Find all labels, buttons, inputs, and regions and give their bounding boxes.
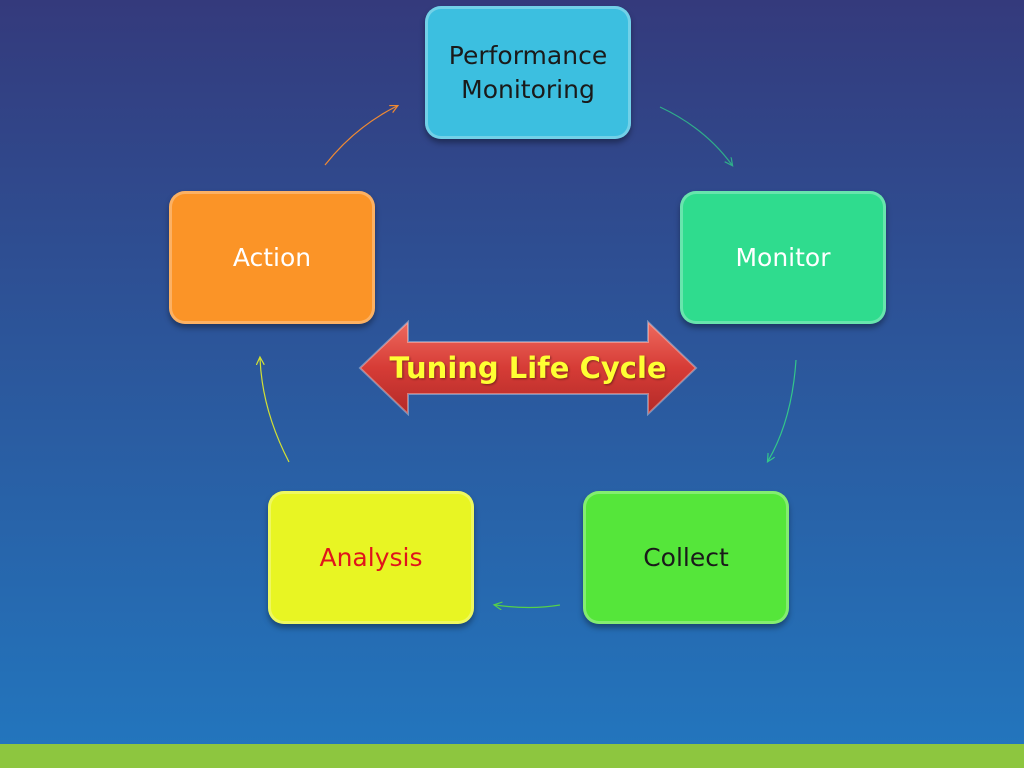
node-collect-label: Collect bbox=[643, 542, 729, 572]
double-arrow-shape bbox=[358, 320, 698, 416]
node-action-label: Action bbox=[232, 242, 312, 272]
edge-action-to-performance bbox=[324, 106, 397, 166]
edge-performance-to-monitor bbox=[659, 106, 732, 165]
node-monitor-label: Monitor bbox=[735, 242, 831, 272]
node-analysis: Analysis bbox=[268, 491, 474, 624]
node-collect: Collect bbox=[583, 491, 789, 624]
node-action: Action bbox=[169, 191, 375, 324]
node-analysis-label: Analysis bbox=[319, 542, 423, 572]
double-arrow-body bbox=[358, 320, 698, 416]
edge-collect-to-analysis bbox=[495, 605, 561, 608]
node-monitor: Monitor bbox=[680, 191, 886, 324]
edge-monitor-to-collect bbox=[768, 359, 797, 461]
footer-bar bbox=[0, 744, 1024, 768]
tuning-life-cycle-label: Tuning Life Cycle bbox=[389, 351, 667, 385]
edge-analysis-to-action bbox=[260, 358, 290, 463]
